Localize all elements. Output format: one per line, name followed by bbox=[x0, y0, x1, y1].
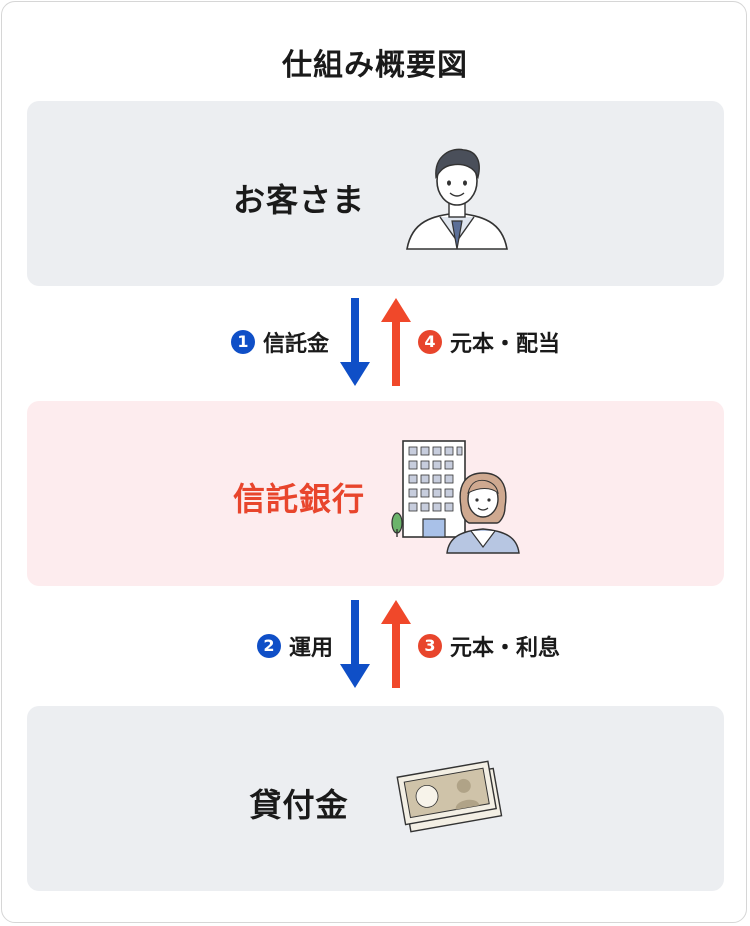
banknotes-icon bbox=[396, 760, 503, 833]
step-4: 4 元本・配当 bbox=[418, 326, 560, 358]
arrow-up-principal-interest bbox=[381, 600, 411, 688]
arrow-up-principal-dividend bbox=[381, 298, 411, 386]
diagram-title: 仕組み概要図 bbox=[282, 48, 468, 83]
customer-box: お客さま bbox=[27, 101, 724, 286]
customer-label: お客さま bbox=[232, 181, 365, 219]
bank-box: 信託銀行 bbox=[27, 401, 724, 586]
step-label: 運用 bbox=[289, 636, 334, 661]
step-3: 3 元本・利息 bbox=[418, 630, 560, 662]
arrow-down-investment bbox=[340, 600, 370, 688]
step-label: 信託金 bbox=[263, 332, 330, 357]
businessman-icon bbox=[406, 148, 508, 250]
loan-box: 貸付金 bbox=[27, 706, 724, 891]
step-number-badge: 1 bbox=[231, 330, 255, 354]
step-number-badge: 3 bbox=[418, 634, 442, 658]
step-label: 元本・配当 bbox=[450, 332, 561, 357]
step-2: 2 運用 bbox=[257, 630, 333, 662]
loan-label: 貸付金 bbox=[249, 786, 349, 824]
bank-label: 信託銀行 bbox=[232, 480, 365, 518]
step-1: 1 信託金 bbox=[231, 326, 329, 358]
office-building-with-clerk-icon bbox=[391, 440, 520, 554]
step-number-badge: 4 bbox=[418, 330, 442, 354]
step-label: 元本・利息 bbox=[450, 636, 561, 661]
arrow-down-trust-money bbox=[340, 298, 370, 386]
step-number-badge: 2 bbox=[257, 634, 281, 658]
